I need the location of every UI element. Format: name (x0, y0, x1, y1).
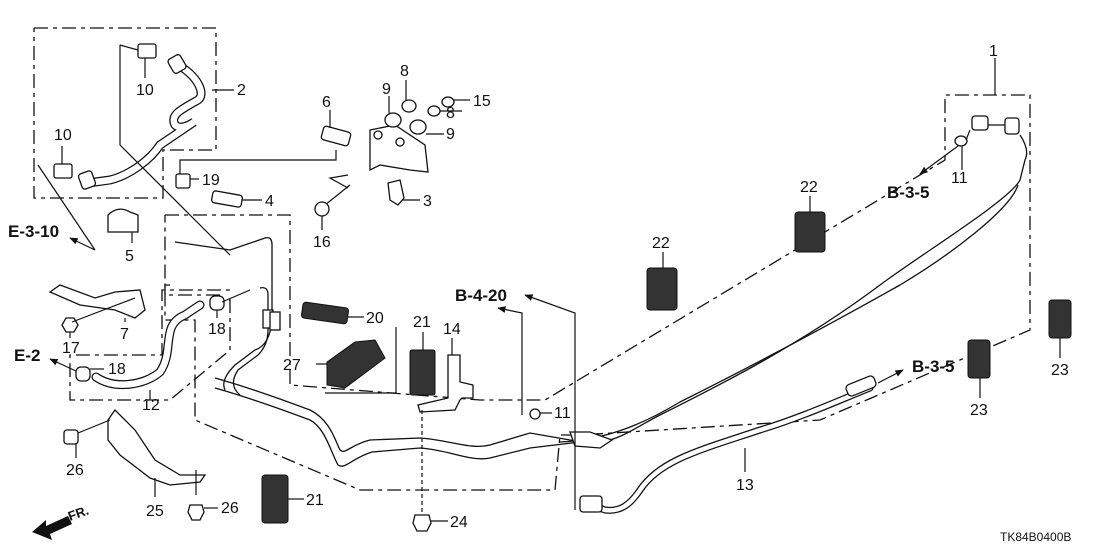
part-14-bracket: 14 (417, 321, 474, 413)
part-19-clip: 19 (175, 172, 220, 189)
callout-22-right: 22 (800, 179, 818, 196)
part-13-pipe: 13 (579, 375, 877, 514)
part-7-bracket: 7 (48, 284, 146, 343)
part-26-bolt-left: 26 (63, 419, 111, 479)
part-9-grommet-left: 9 (382, 81, 402, 128)
callout-11-top: 11 (951, 170, 968, 187)
callout-5: 5 (125, 248, 134, 265)
callout-25: 25 (146, 503, 164, 520)
callout-17: 17 (62, 340, 80, 357)
part-23-clip-right: 23 (1048, 299, 1072, 379)
callout-21-top: 21 (413, 314, 431, 331)
callout-18-bottom: 18 (108, 361, 126, 378)
callout-26-bottom: 26 (221, 500, 239, 517)
leader-line (179, 150, 337, 174)
callout-4: 4 (265, 193, 274, 210)
part-25-guard: 25 (107, 408, 207, 520)
callout-1-group: 1 (989, 43, 998, 95)
part-8-nut-right: 8 (427, 105, 462, 122)
part-6-clip: 6 (320, 94, 352, 147)
callout-10-left: 10 (54, 127, 72, 144)
group-box-20-27 (325, 327, 397, 394)
part-21-clip-bottom: 21 (261, 474, 324, 524)
callout-16: 16 (313, 234, 331, 251)
ref-b-3-5-bottom: B-3-5 (877, 357, 955, 384)
diagram-code: TK84B0400B (1000, 530, 1071, 544)
part-26-bolt-bottom: 26 (187, 470, 239, 521)
part-18-clamp-top: 18 (208, 289, 251, 338)
callout-22-left: 22 (652, 235, 670, 252)
group-box-12 (69, 284, 231, 401)
callout-8-right: 8 (446, 105, 455, 122)
callout-20: 20 (366, 310, 384, 327)
callout-27: 27 (283, 357, 301, 374)
callout-11-bottom: 11 (554, 405, 571, 422)
ref-label-b-4-20: B-4-20 (455, 286, 507, 305)
ref-e-3-10: E-3-10 (8, 164, 96, 251)
part-10-clip-left: 10 (53, 127, 73, 179)
callout-15: 15 (473, 93, 491, 110)
ref-e-2: E-2 (14, 346, 77, 372)
leader-line (328, 174, 349, 189)
part-27-clip: 27 (283, 339, 386, 389)
part-8-nut-top: 8 (400, 63, 417, 113)
part-20-clip: 20 (300, 301, 384, 327)
callout-2: 2 (237, 82, 246, 99)
main-pipe-assembly (174, 115, 1028, 467)
callout-6: 6 (322, 94, 331, 111)
part-22-clip-left: 22 (646, 235, 678, 311)
callout-19: 19 (202, 172, 220, 189)
group-box-pipe-assembly (164, 94, 1031, 491)
callout-9-right: 9 (446, 126, 455, 143)
callout-14: 14 (443, 321, 461, 338)
ref-label-b-3-5-bottom: B-3-5 (912, 357, 955, 376)
callout-9-left: 9 (382, 81, 391, 98)
part-10-clip-top: 10 (119, 43, 157, 99)
front-label: FR. (66, 503, 91, 524)
callout-24: 24 (450, 514, 468, 531)
part-18-clamp-bottom: 18 (75, 361, 126, 382)
ref-b-4-20: B-4-20 (455, 286, 576, 510)
part-15-washer: 15 (441, 93, 491, 110)
ref-label-e-3-10: E-3-10 (8, 222, 59, 241)
part-24-bolt: 24 (412, 410, 468, 532)
ref-b-3-5-top: B-3-5 (887, 145, 959, 202)
part-5-holder: 5 (107, 208, 139, 265)
ref-label-b-3-5-top: B-3-5 (887, 183, 930, 202)
part-23-clip-left: 23 (967, 339, 991, 419)
callout-8-top: 8 (400, 63, 409, 80)
callout-18-top: 18 (208, 321, 226, 338)
callout-7: 7 (120, 326, 129, 343)
callout-23-left: 23 (970, 402, 988, 419)
part-3-clip: 3 (387, 179, 432, 210)
part-16-screw: 16 (313, 184, 351, 251)
part-4-clip: 4 (211, 190, 274, 210)
part-9-grommet-right: 9 (409, 119, 455, 143)
callout-21-bottom: 21 (306, 492, 324, 509)
bracket-plate (369, 124, 429, 173)
callout-23-right: 23 (1051, 362, 1069, 379)
part-22-clip-right: 22 (794, 179, 826, 253)
leader-line (119, 144, 231, 256)
part-2-hose: 2 (77, 54, 246, 190)
part-12-hose: 12 (91, 300, 205, 414)
part-17-nut: 17 (61, 297, 136, 357)
callout-1: 1 (989, 43, 998, 60)
callout-3: 3 (423, 193, 432, 210)
callout-13: 13 (736, 477, 754, 494)
part-11-clip-top: 11 (951, 129, 971, 187)
front-arrow-icon (32, 516, 72, 540)
part-21-clip-top: 21 (409, 314, 436, 396)
group-box-2 (33, 27, 217, 199)
callout-10-top: 10 (136, 82, 154, 99)
ref-label-e-2: E-2 (14, 346, 40, 365)
callout-26-left: 26 (66, 462, 84, 479)
callout-12: 12 (142, 397, 160, 414)
front-direction-indicator: FR. (32, 503, 91, 540)
part-11-clip-bottom: 11 (529, 405, 571, 422)
